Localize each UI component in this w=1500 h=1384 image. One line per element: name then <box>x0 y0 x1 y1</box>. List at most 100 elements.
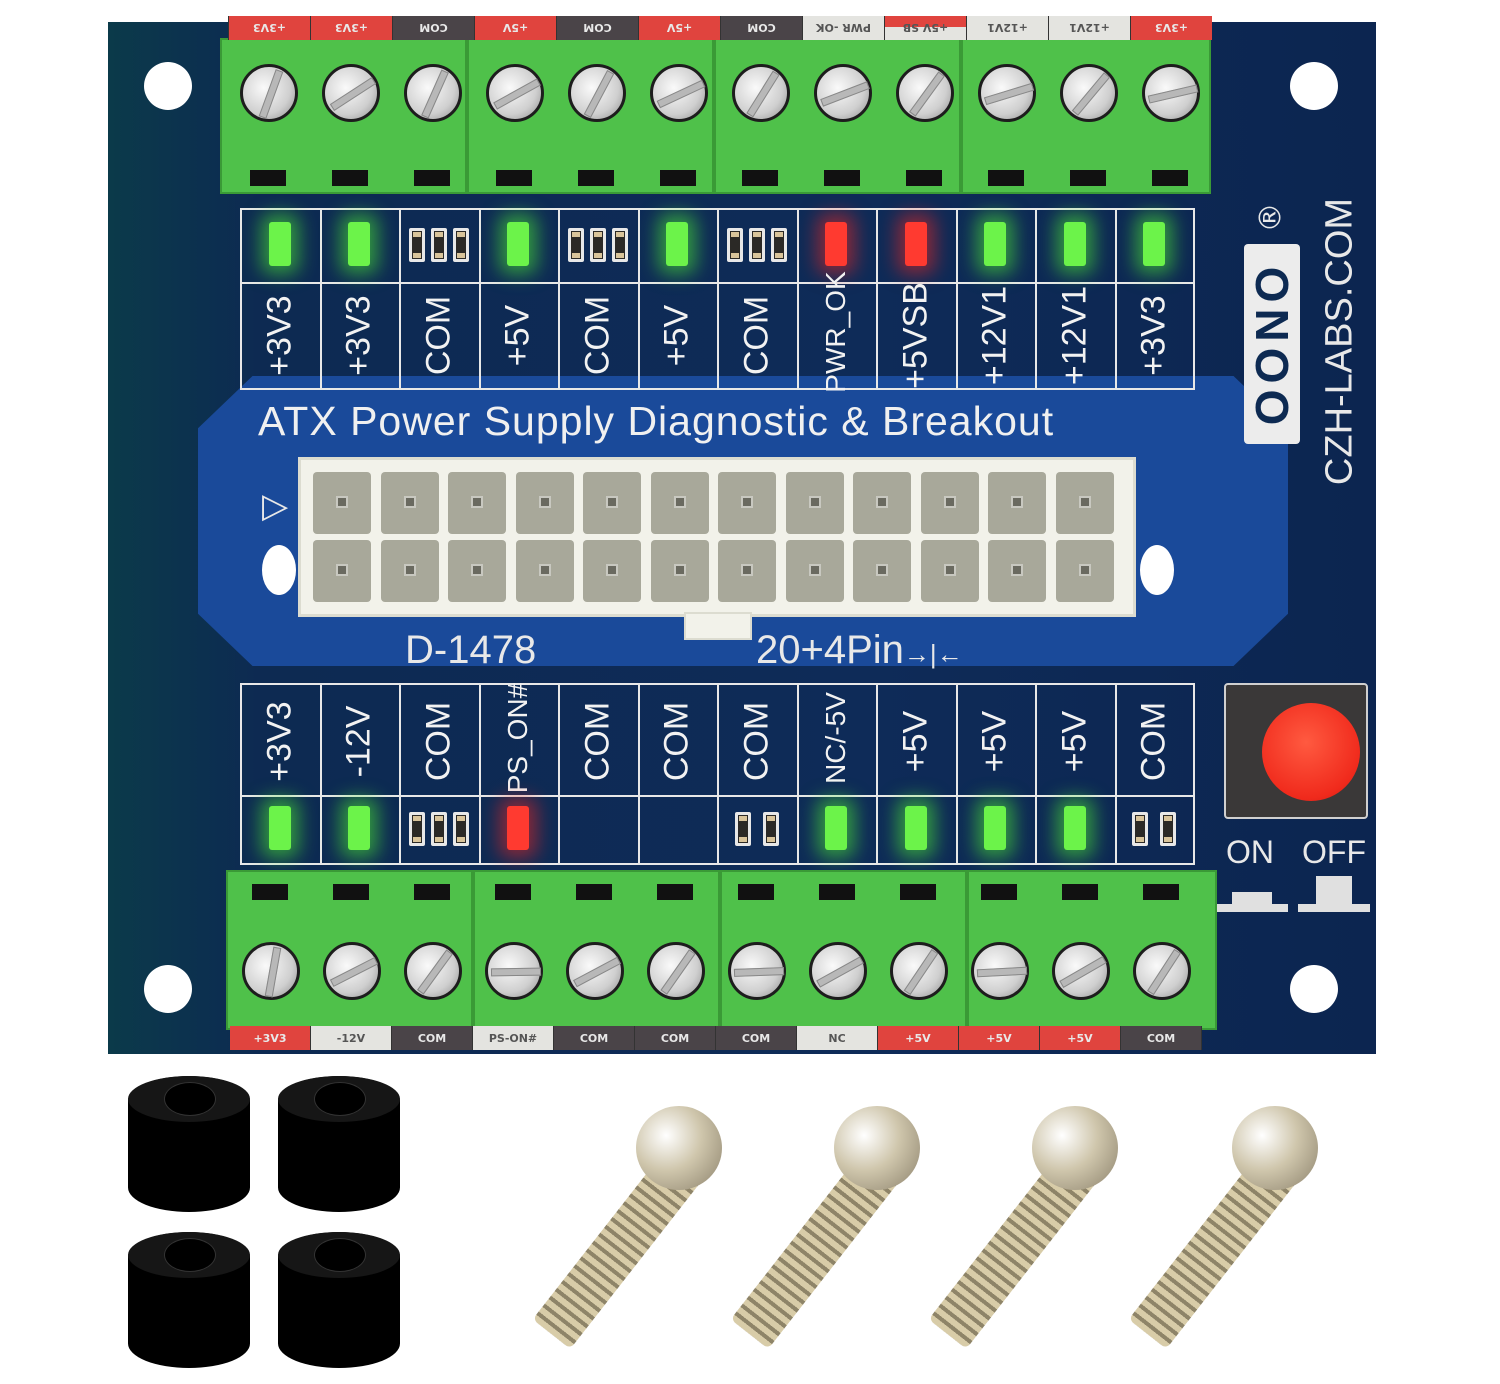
resistor-icon <box>430 812 447 846</box>
terminal-screw-icon[interactable] <box>809 942 867 1000</box>
wire-entry-slot[interactable] <box>414 170 450 186</box>
wire-entry-slot[interactable] <box>819 884 855 900</box>
resistor-icon <box>408 812 425 846</box>
terminal-screw-icon[interactable] <box>1142 64 1200 122</box>
connector-pin <box>920 472 979 534</box>
bottom-terminal-tag: +5V <box>1040 1026 1121 1050</box>
bottom-terminal-tag: COM <box>392 1026 473 1050</box>
nylon-spacer <box>278 1232 400 1368</box>
wire-entry-slot[interactable] <box>657 884 693 900</box>
connector-pin <box>785 472 844 534</box>
top-terminal-tag: +3V3 <box>1130 16 1212 40</box>
grid-column-divider <box>1114 683 1117 865</box>
bottom-pin-label: COM <box>737 701 776 782</box>
bottom-pin-label: +3V3 <box>260 701 299 782</box>
wire-entry-slot[interactable] <box>981 884 1017 900</box>
terminal-screw-icon[interactable] <box>566 942 624 1000</box>
connector-pin <box>650 472 709 534</box>
grid-column-divider <box>558 683 560 865</box>
terminal-screw-icon[interactable] <box>1133 942 1191 1000</box>
top-pin-label: +3V3 <box>260 295 299 376</box>
terminal-screw-icon[interactable] <box>647 942 705 1000</box>
wire-entry-slot[interactable] <box>495 884 531 900</box>
arrows-icon: →|← <box>903 639 963 669</box>
switch-off-label: OFF <box>1302 834 1366 870</box>
grid-column-divider <box>955 683 958 865</box>
grid-column-divider <box>558 208 560 390</box>
led-green-icon <box>825 806 848 850</box>
terminal-screw-icon[interactable] <box>732 64 790 122</box>
wire-entry-slot[interactable] <box>576 884 612 900</box>
top-pin-label: +5V <box>498 304 537 367</box>
mounting-hole-bottom-right <box>1290 965 1338 1013</box>
wire-entry-slot[interactable] <box>1143 884 1179 900</box>
terminal-screw-icon[interactable] <box>814 64 872 122</box>
screw-head <box>1032 1106 1118 1190</box>
wire-entry-slot[interactable] <box>906 170 942 186</box>
wire-entry-slot[interactable] <box>332 170 368 186</box>
terminal-screw-icon[interactable] <box>322 64 380 122</box>
terminal-screw-icon[interactable] <box>1060 64 1118 122</box>
wire-entry-slot[interactable] <box>1152 170 1188 186</box>
connector-pin <box>380 472 439 534</box>
connector-pin-label: 20+4Pin→|← <box>756 628 963 673</box>
wire-entry-slot[interactable] <box>738 884 774 900</box>
grid-column-divider <box>399 683 401 865</box>
wire-entry-slot[interactable] <box>414 884 450 900</box>
wire-entry-slot[interactable] <box>333 884 369 900</box>
wire-entry-slot[interactable] <box>496 170 532 186</box>
wire-entry-slot[interactable] <box>900 884 936 900</box>
wire-entry-slot[interactable] <box>252 884 288 900</box>
wire-entry-slot[interactable] <box>1070 170 1106 186</box>
top-pin-label: PWR_OK <box>820 271 852 393</box>
wire-entry-slot[interactable] <box>578 170 614 186</box>
terminal-screw-icon[interactable] <box>728 942 786 1000</box>
terminal-screw-icon[interactable] <box>1052 942 1110 1000</box>
power-button-cap[interactable] <box>1262 703 1360 801</box>
connector-pin <box>785 540 844 602</box>
terminal-screw-icon[interactable] <box>404 942 462 1000</box>
switch-off-symbol-icon-top <box>1316 876 1352 906</box>
mounting-hole-bottom-left <box>144 965 192 1013</box>
bottom-pin-label: COM <box>657 701 696 782</box>
terminal-screw-icon[interactable] <box>650 64 708 122</box>
grid-column-divider <box>1035 208 1037 390</box>
connector-pin-count: 20+4Pin <box>756 628 904 672</box>
grid-column-divider <box>796 683 799 865</box>
bottom-pin-label: +5V <box>975 710 1014 773</box>
terminal-screw-icon[interactable] <box>890 942 948 1000</box>
grid-column-divider <box>478 683 481 865</box>
bottom-terminal-tag: COM <box>554 1026 635 1050</box>
terminal-screw-icon[interactable] <box>240 64 298 122</box>
wire-entry-slot[interactable] <box>660 170 696 186</box>
terminal-screw-icon[interactable] <box>971 942 1029 1000</box>
terminal-screw-icon[interactable] <box>485 942 543 1000</box>
bottom-terminal-tag: +5V <box>959 1026 1040 1050</box>
wire-entry-slot[interactable] <box>1062 884 1098 900</box>
connector-pin <box>650 540 709 602</box>
led-green-icon <box>1063 222 1086 266</box>
terminal-screw-icon[interactable] <box>568 64 626 122</box>
terminal-screw-icon[interactable] <box>896 64 954 122</box>
terminal-screw-icon[interactable] <box>404 64 462 122</box>
wire-entry-slot[interactable] <box>742 170 778 186</box>
connector-pin <box>718 540 776 602</box>
terminal-screw-icon[interactable] <box>486 64 544 122</box>
top-pin-label: +5V <box>657 304 696 367</box>
atx-24pin-connector[interactable] <box>298 457 1136 617</box>
switch-on-symbol-icon-top <box>1232 892 1272 906</box>
led-green-icon <box>1143 222 1166 266</box>
mounting-screw <box>1058 1106 1358 1376</box>
connector-pin <box>853 472 911 534</box>
resistor-icon <box>611 228 628 262</box>
terminal-screw-icon[interactable] <box>323 942 381 1000</box>
grid-column-divider <box>637 208 640 390</box>
wire-entry-slot[interactable] <box>250 170 286 186</box>
grid-column-divider <box>319 683 322 865</box>
terminal-screw-icon[interactable] <box>978 64 1036 122</box>
wire-entry-slot[interactable] <box>988 170 1024 186</box>
wire-entry-slot[interactable] <box>824 170 860 186</box>
connector-pin <box>448 472 506 534</box>
switch-off-symbol-icon <box>1298 904 1370 912</box>
terminal-screw-icon[interactable] <box>242 942 300 1000</box>
